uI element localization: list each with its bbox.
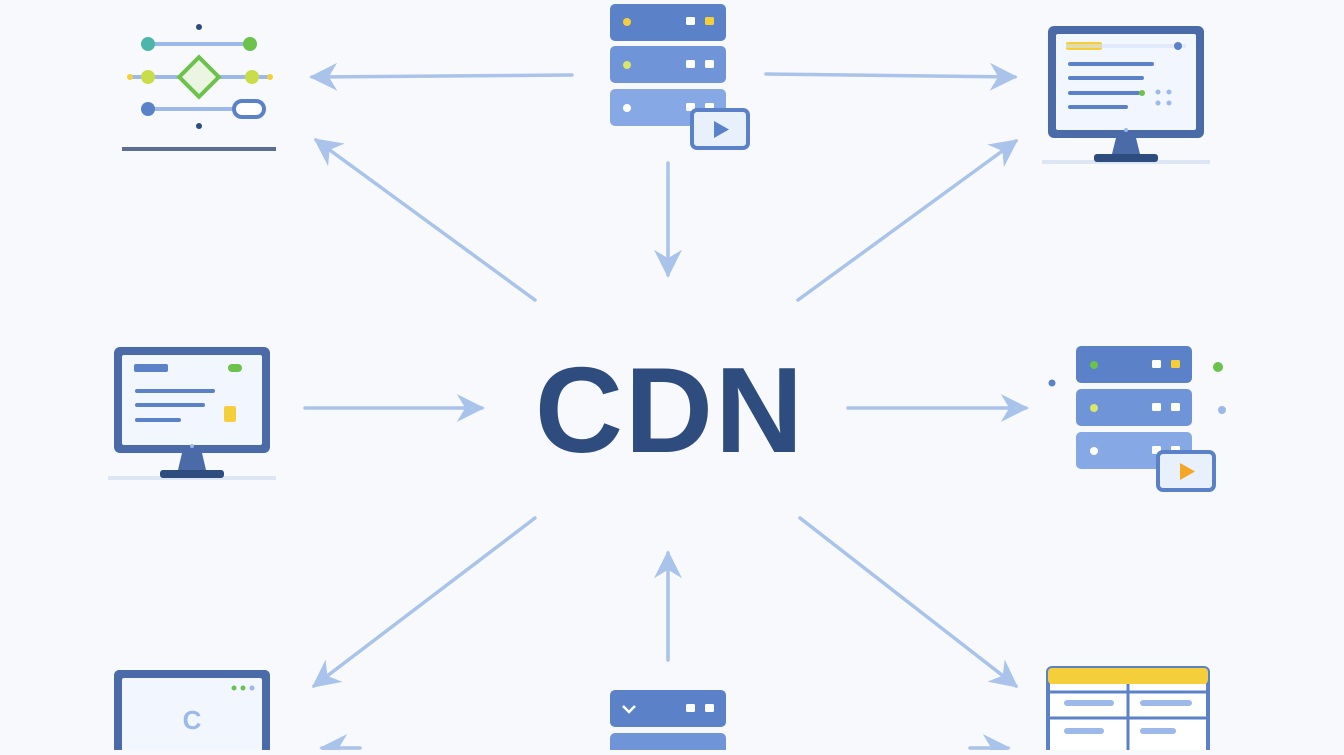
browser-glyph: C	[182, 704, 202, 735]
arrow-to-top-right-h	[764, 62, 1018, 91]
arrow-to-top-left-diag	[313, 138, 537, 302]
monitor-mid-left-icon	[108, 347, 276, 480]
arrow-to-top-left-h	[309, 62, 574, 91]
arrow-to-bottom-right-diag	[798, 516, 1019, 688]
arrow-to-bottom-left-diag	[311, 516, 537, 688]
video-server-top-icon	[610, 4, 750, 150]
arrow-to-top-right-diag	[796, 139, 1019, 302]
table-bottom-right-icon	[1046, 666, 1210, 755]
video-server-mid-right-icon	[1048, 346, 1226, 492]
monitor-top-right-icon	[1042, 26, 1210, 164]
browser-bottom-left-icon	[114, 670, 270, 755]
server-bottom-center-icon	[610, 690, 726, 755]
timeline-icon	[122, 24, 276, 151]
cdn-title: CDN	[534, 342, 806, 478]
